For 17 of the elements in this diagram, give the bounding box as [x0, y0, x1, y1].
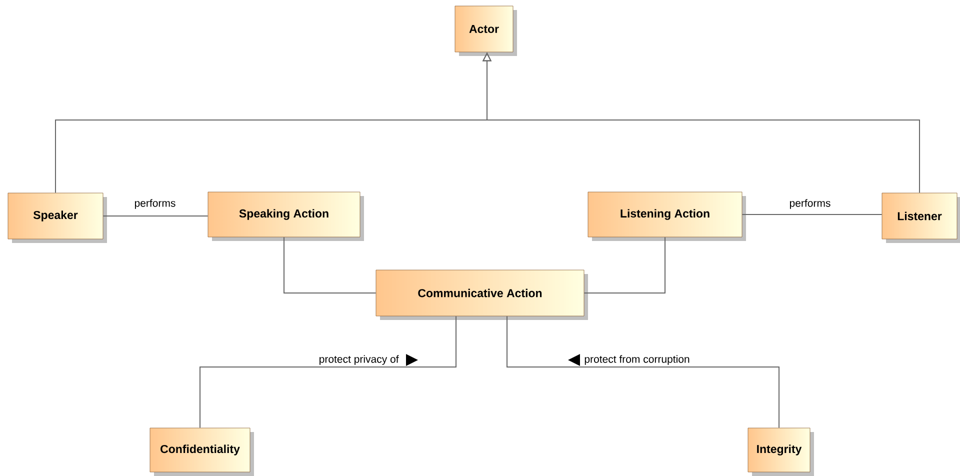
- edge-label: protect privacy of: [318, 354, 400, 366]
- class-box: Actor: [454, 6, 517, 56]
- class-box: Integrity: [748, 428, 814, 476]
- class-box: Listener: [882, 192, 960, 243]
- connector: [200, 316, 456, 428]
- edge-label: performs: [133, 198, 177, 210]
- edge-label: protect from corruption: [583, 354, 691, 366]
- connector: [506, 316, 780, 428]
- class-box: Communicative Action: [376, 270, 588, 320]
- class-box: Listening Action: [588, 192, 746, 241]
- edge-label: performs: [788, 198, 832, 210]
- connector: [584, 236, 666, 294]
- connector: [742, 214, 882, 215]
- connector: [284, 236, 376, 294]
- class-box: Speaker: [8, 192, 107, 243]
- class-box: Speaking Action: [208, 192, 364, 241]
- class-box: Confidentiality: [150, 428, 254, 476]
